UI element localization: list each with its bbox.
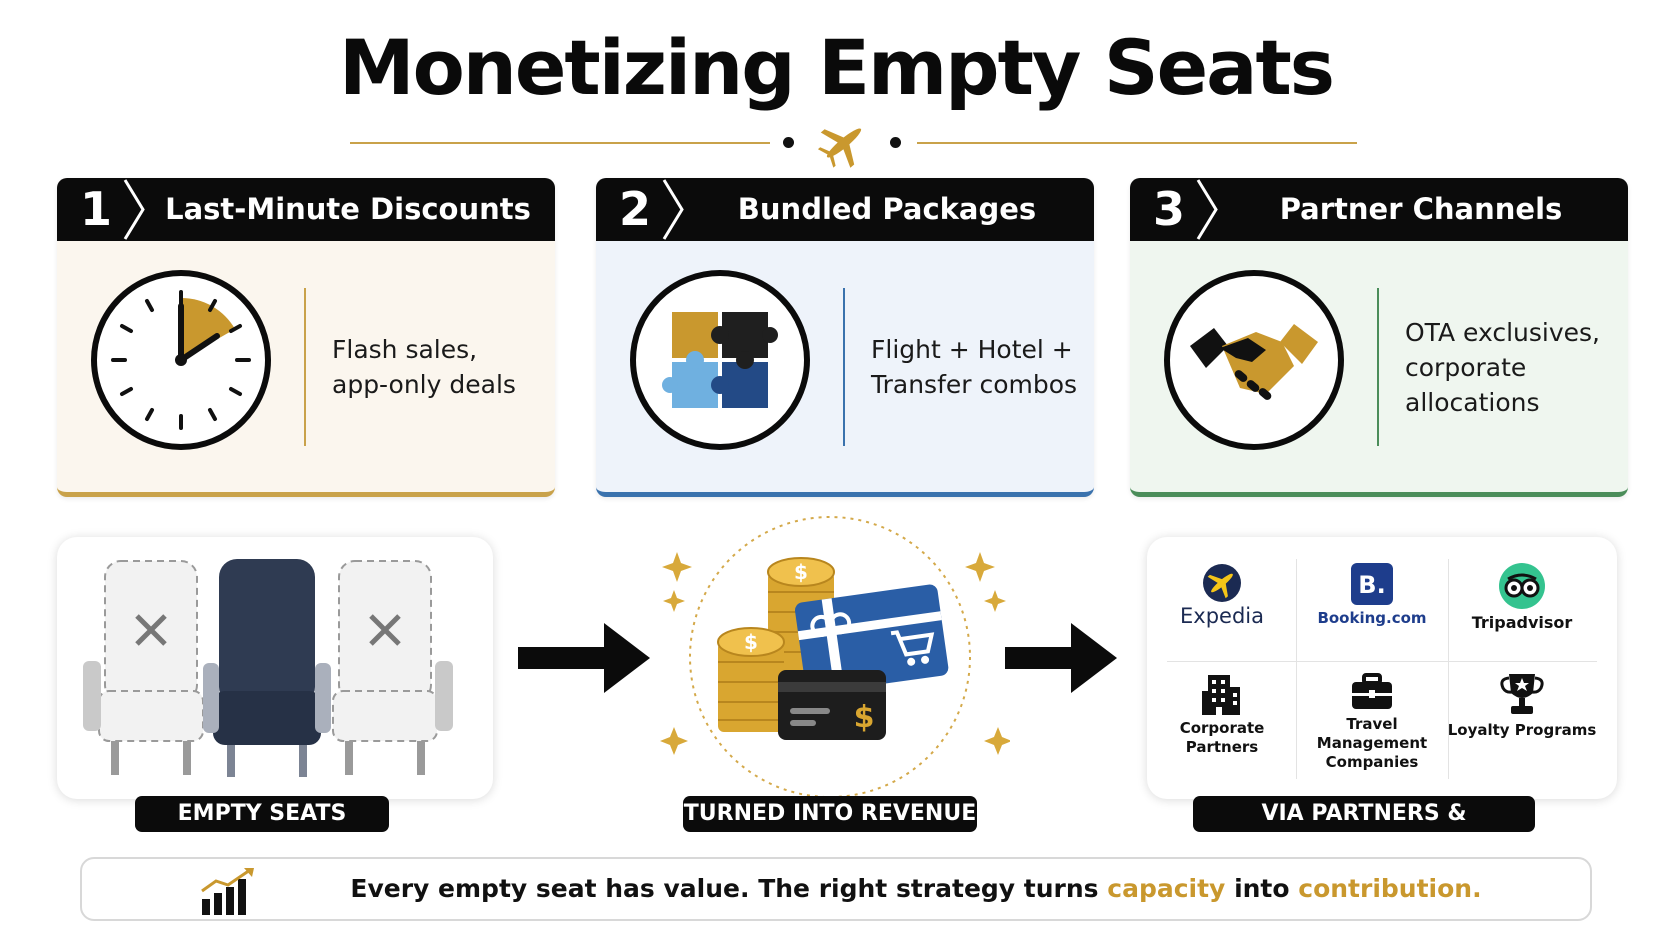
partner-label: Corporate Partners [1179,719,1265,756]
footer-text-part: Every empty seat has value. The right st… [350,874,1108,903]
card-header: 1 Last-Minute Discounts [57,178,555,241]
growth-chart-icon [201,868,254,915]
partner-label: Tripadvisor [1471,613,1573,632]
card-divider [1377,288,1379,446]
card-title: Partner Channels [1279,192,1563,226]
partner-booking[interactable]: B. Booking.com [1297,563,1447,663]
chevron-icon [662,179,684,240]
partner-tripadvisor[interactable]: Tripadvisor [1447,563,1597,663]
clock-icon [91,270,271,450]
highlight-contribution: contribution. [1298,874,1482,903]
channels-label: VIA PARTNERS & CHANNELS [1193,796,1535,862]
empty-seats-label: EMPTY SEATS [135,796,389,832]
footer-banner: Every empty seat has value. The right st… [80,857,1592,921]
grid-separator [1296,559,1297,779]
partners-panel: Expedia B. Booking.com Tripadvisor [1147,537,1617,799]
grid-separator [1167,661,1597,662]
sparkle-icons [660,552,1010,755]
svg-text:$: $ [744,630,758,654]
empty-seat-right [332,560,453,775]
strategy-card-last-minute: 1 Last-Minute Discounts [57,178,555,497]
credit-card-icon: $ [778,670,886,740]
gift-card-icon [794,584,949,694]
partner-label: Loyalty Programs [1447,721,1597,739]
card-description: Flight + Hotel + Transfer combos [871,335,1078,399]
empty-seats-panel [57,537,493,799]
title-dot-right [890,137,901,148]
revenue-label: TURNED INTO REVENUE [683,796,977,832]
svg-text:$: $ [794,560,808,584]
partner-label: Booking.com [1317,609,1427,627]
trophy-icon [1500,674,1544,714]
footer-message: Every empty seat has value. The right st… [282,859,1550,919]
arrow-right-icon [518,623,650,693]
card-header: 3 Partner Channels [1130,178,1628,241]
chevron-icon [123,179,145,240]
title-dot-left [783,137,794,148]
booking-logo-icon: B. [1351,563,1393,605]
card-number: 1 [79,182,112,236]
occupied-seat-middle [203,559,331,777]
card-divider [843,288,845,446]
title-rule-left [350,142,770,144]
svg-text:B.: B. [1358,571,1385,599]
empty-seat-left [83,560,204,775]
expedia-logo-icon [1203,564,1241,602]
handshake-icon [1164,270,1344,450]
revenue-illustration: $ $ $ [660,516,1010,798]
puzzle-icon [630,270,810,450]
partner-corporate[interactable]: Corporate Partners [1147,671,1297,771]
card-title: Last-Minute Discounts [165,192,531,226]
strategy-card-bundled: 2 Bundled Packages Flight + Hotel + Tran… [596,178,1094,497]
highlight-capacity: capacity [1107,874,1226,903]
partner-loyalty[interactable]: Loyalty Programs [1447,671,1597,771]
partner-tmc[interactable]: Travel Management Companies [1297,671,1447,771]
title-rule-right [917,142,1357,144]
card-title: Bundled Packages [737,192,1037,226]
svg-text:$: $ [854,700,875,735]
card-header: 2 Bundled Packages [596,178,1094,241]
card-number: 3 [1152,182,1185,236]
grid-separator [1448,559,1449,779]
strategy-card-partner: 3 Partner Channels OTA exclusives, corpo… [1130,178,1628,497]
partner-expedia[interactable]: Expedia [1147,563,1297,663]
airplane-seats-illustration [83,559,453,777]
page-title: Monetizing Empty Seats [338,23,1335,112]
card-description: OTA exclusives, corporate allocations [1405,317,1601,417]
chevron-icon [1196,179,1218,240]
airplane-icon [818,128,862,168]
tripadvisor-logo-icon [1499,563,1545,609]
card-divider [304,288,306,446]
card-description: Flash sales, app-only deals [332,335,516,399]
arrow-right-icon [1005,623,1117,693]
partner-label: Expedia [1180,604,1264,628]
footer-text-part: into [1225,874,1299,903]
briefcase-icon [1352,673,1392,709]
partner-label: Travel Management Companies [1316,715,1428,771]
card-number: 2 [618,182,651,236]
building-icon [1202,675,1240,715]
